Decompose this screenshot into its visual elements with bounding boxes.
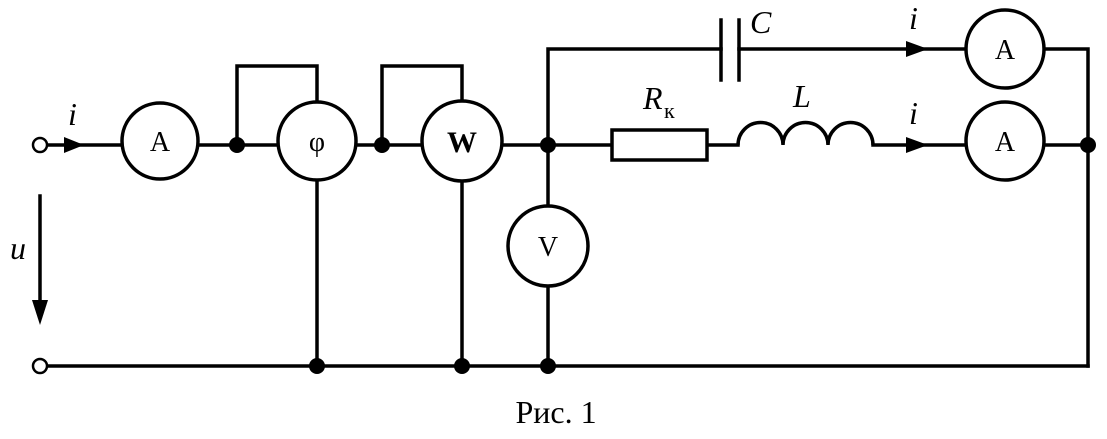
resistor-subscript: к	[664, 98, 675, 123]
voltage-arrow	[32, 194, 48, 325]
inductive-branch-current-arrow	[906, 137, 928, 153]
resistor	[610, 128, 709, 162]
input-terminal-bottom	[31, 357, 49, 375]
capacitor-branch-current-arrow	[906, 41, 928, 57]
node-branch-split	[540, 137, 556, 153]
wattmeter-label: W	[447, 126, 477, 159]
capacitor-label: C	[750, 4, 772, 40]
voltmeter-label: V	[538, 232, 558, 263]
wattmeter: W	[420, 99, 504, 183]
input-ammeter-label: A	[150, 127, 171, 158]
input-current-arrow	[64, 137, 84, 153]
voltage-label: u	[10, 230, 26, 266]
voltmeter: V	[506, 204, 590, 288]
capacitor-branch-ammeter-circle	[964, 8, 1046, 90]
inductor	[736, 120, 875, 146]
wattmeter-circle	[420, 99, 504, 183]
voltage-arrow-head	[32, 300, 48, 325]
wire-capacitor-left	[546, 47, 723, 147]
phase-meter-label: φ	[309, 127, 325, 158]
capacitor-branch-ammeter: A	[964, 8, 1046, 90]
capacitor	[719, 18, 741, 82]
capacitor-branch-ammeter-label: A	[995, 35, 1016, 66]
wire-wattmeter-bridge	[380, 64, 464, 147]
resistor-label: R	[642, 80, 663, 116]
inductive-branch-ammeter-label: A	[995, 127, 1016, 158]
node-phasemeter-left	[229, 137, 245, 153]
inductive-branch-ammeter-circle	[964, 100, 1046, 182]
input-ammeter: A	[120, 101, 200, 181]
phase-meter-circle	[276, 100, 358, 182]
input-terminal-top	[31, 136, 49, 154]
wire-phasemeter-bridge	[235, 64, 319, 147]
node-bottom-voltmeter	[540, 358, 556, 374]
capacitor-branch-current-label: i	[909, 0, 918, 36]
inductive-branch-ammeter: A	[964, 100, 1046, 182]
node-branch-join	[1080, 137, 1096, 153]
wire-right-bus	[1043, 47, 1090, 368]
inductive-branch-current-label: i	[909, 95, 918, 131]
node-wattmeter-left	[374, 137, 390, 153]
figure-caption: Рис. 1	[515, 394, 596, 430]
input-ammeter-circle	[120, 101, 200, 181]
node-bottom-wattmeter	[454, 358, 470, 374]
node-bottom-phasemeter	[309, 358, 325, 374]
junction-nodes	[229, 137, 1096, 374]
inductor-label: L	[792, 78, 811, 114]
voltmeter-circle	[506, 204, 590, 288]
phase-meter: φ	[276, 100, 358, 182]
input-current-label: i	[68, 96, 77, 132]
wires	[45, 47, 1090, 368]
